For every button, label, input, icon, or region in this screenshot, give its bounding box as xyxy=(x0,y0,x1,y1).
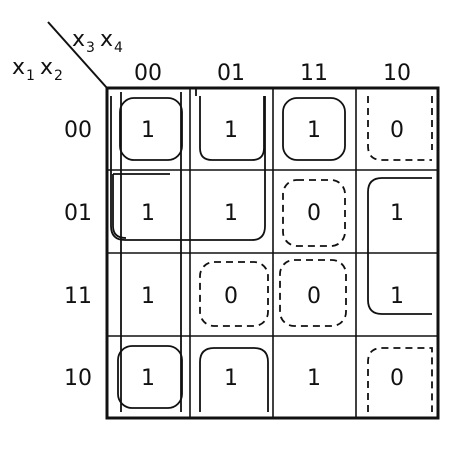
cell-value: 1 xyxy=(390,201,404,226)
loop-row00-c00 xyxy=(119,97,183,161)
cell-value: 1 xyxy=(307,366,321,391)
row-header: 00 xyxy=(64,118,92,143)
loop-column-00 xyxy=(120,92,182,412)
cell-value: 0 xyxy=(390,118,404,143)
cell-value: 1 xyxy=(307,118,321,143)
cell-value: 1 xyxy=(224,366,238,391)
cell-value: 1 xyxy=(141,118,155,143)
column-header: 00 xyxy=(134,61,162,86)
row-var-1-sub: 1 xyxy=(26,68,35,84)
groupings xyxy=(110,89,433,412)
row-header: 01 xyxy=(64,201,92,226)
row-var-1: x xyxy=(12,55,25,80)
cell-value: 1 xyxy=(141,284,155,309)
cell-value: 0 xyxy=(307,201,321,226)
col-var-2: x xyxy=(100,27,113,52)
cell-value: 1 xyxy=(224,201,238,226)
loop-row10-c01 xyxy=(199,347,269,412)
column-header: 01 xyxy=(217,61,245,86)
row-header: 11 xyxy=(64,284,92,309)
cell-values: 1 1 1 0 1 1 0 1 1 0 0 1 1 1 1 0 xyxy=(141,118,404,391)
loop-row00-c11 xyxy=(282,97,346,161)
cell-value: 0 xyxy=(390,366,404,391)
loop-zero-row01-c11 xyxy=(282,179,346,247)
grid-border xyxy=(105,86,440,420)
row-variables-label: x 1 x 2 xyxy=(12,55,63,84)
cell-value: 0 xyxy=(307,284,321,309)
cell-value: 1 xyxy=(141,201,155,226)
grid xyxy=(105,86,440,420)
col-var-1: x xyxy=(72,27,85,52)
cell-value: 0 xyxy=(224,284,238,309)
loop-row00-c01 xyxy=(199,96,265,161)
cell-value: 1 xyxy=(224,118,238,143)
cell-value: 1 xyxy=(390,284,404,309)
loop-row01-left xyxy=(112,173,170,239)
row-headers: 00 01 11 10 xyxy=(64,118,92,391)
col-var-2-sub: 4 xyxy=(114,40,123,56)
loop-row10-c00 xyxy=(117,345,183,409)
column-header: 11 xyxy=(300,61,328,86)
row-var-2-sub: 2 xyxy=(54,68,63,84)
loop-zero-col10-top xyxy=(367,96,432,161)
loop-zero-col10-bottom xyxy=(367,347,433,412)
loop-col10-rows01-11 xyxy=(367,177,432,315)
col-variables-label: x 3 x 4 xyxy=(72,27,123,56)
col-var-1-sub: 3 xyxy=(86,40,95,56)
loop-zero-row11-c11 xyxy=(279,259,347,327)
column-header: 10 xyxy=(383,61,411,86)
corner-diagonal xyxy=(47,21,108,89)
cell-value: 1 xyxy=(141,366,155,391)
row-var-2: x xyxy=(40,55,53,80)
column-headers: 00 01 11 10 xyxy=(134,61,411,86)
row-header: 10 xyxy=(64,366,92,391)
loop-top-left-square xyxy=(110,96,266,241)
